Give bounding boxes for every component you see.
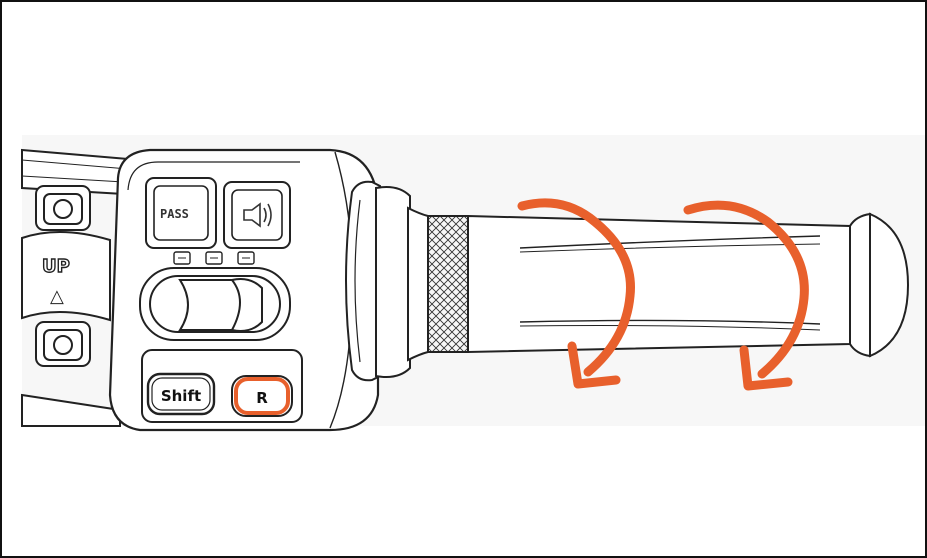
up-arrow-icon: △ bbox=[50, 286, 64, 307]
shift-button-label: Shift bbox=[161, 387, 201, 405]
horn-button[interactable] bbox=[223, 181, 291, 249]
clamp-body bbox=[21, 231, 111, 322]
r-button[interactable]: R bbox=[231, 375, 293, 417]
indicator-pips bbox=[173, 251, 255, 265]
grip-end-cap bbox=[849, 212, 910, 358]
grip-collar bbox=[407, 206, 429, 362]
horn-icon bbox=[243, 202, 272, 228]
handlebar-tube bbox=[21, 148, 141, 427]
pass-button-label: PASS bbox=[160, 207, 189, 221]
clamp-bolt-lower bbox=[35, 321, 91, 367]
rotation-arrow-right bbox=[683, 200, 809, 391]
grip-knurled-section bbox=[427, 215, 469, 353]
rotation-arrow-left bbox=[517, 198, 635, 389]
r-button-label: R bbox=[256, 389, 268, 407]
shift-button[interactable]: Shift bbox=[146, 372, 216, 416]
up-label: UP bbox=[42, 256, 70, 277]
pass-button[interactable]: PASS bbox=[145, 177, 217, 249]
grip-flange bbox=[345, 180, 411, 382]
turn-signal-rocker[interactable] bbox=[139, 267, 291, 341]
clamp-bolt-upper bbox=[35, 185, 91, 231]
